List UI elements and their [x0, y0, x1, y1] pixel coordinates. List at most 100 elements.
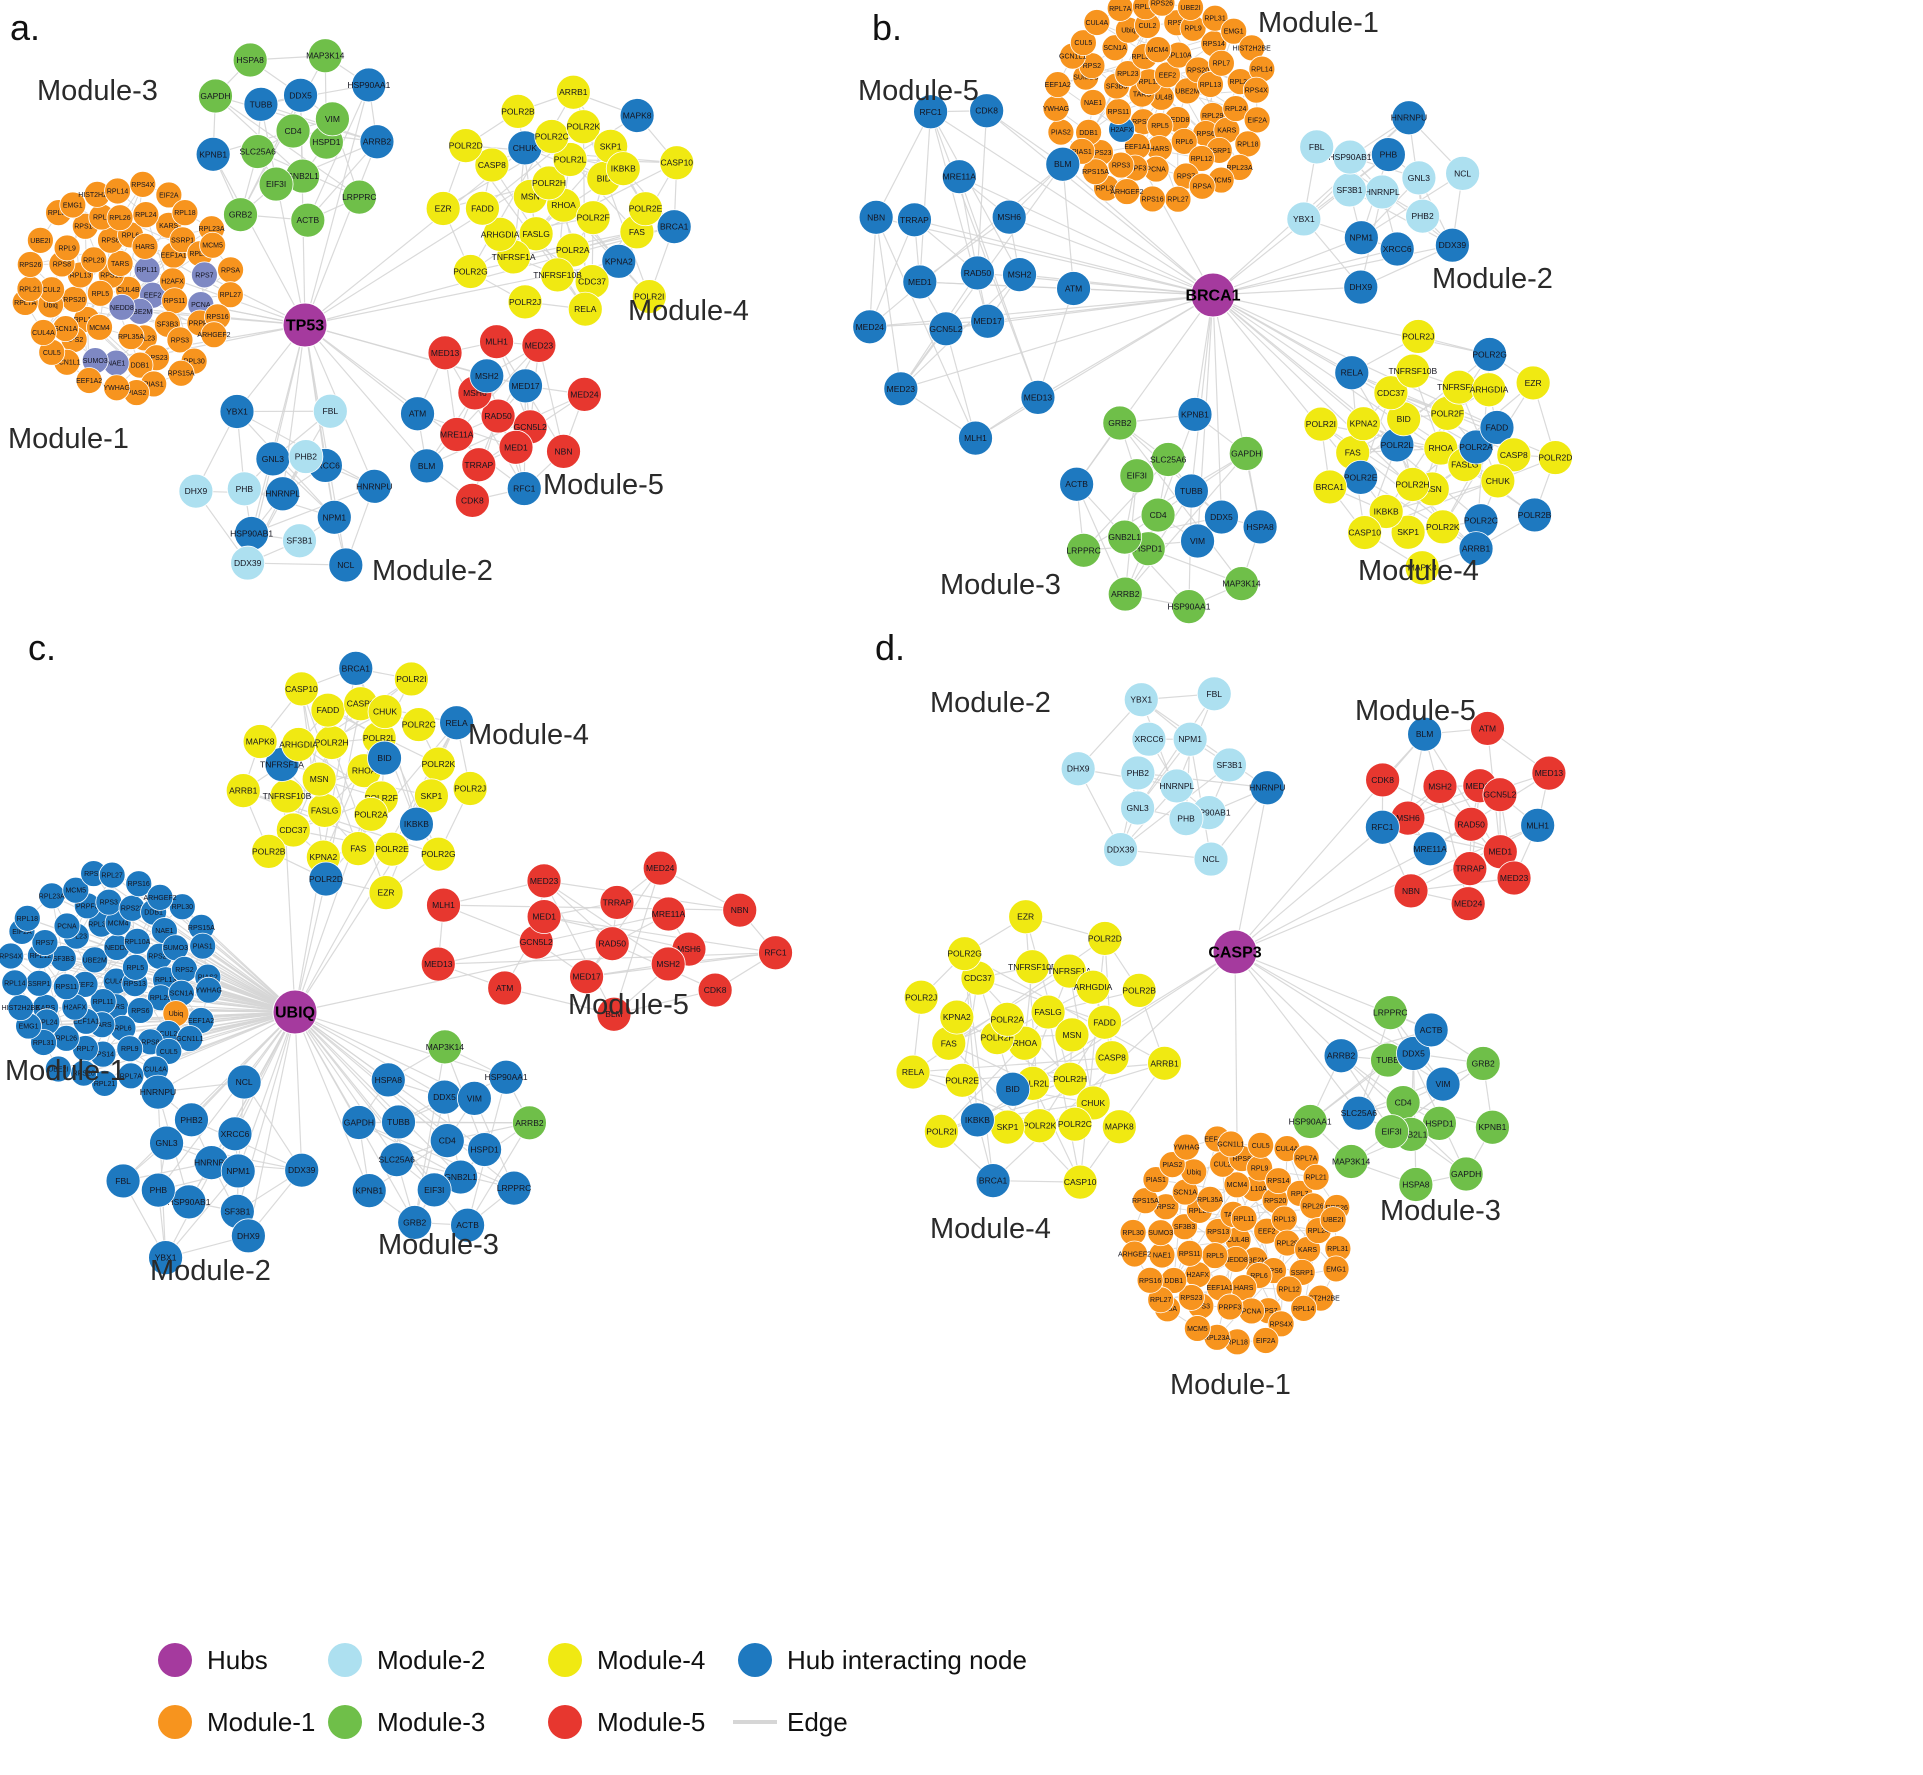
- node-label: CUL2: [159, 1031, 177, 1038]
- node-label: EEF1A1: [161, 252, 187, 259]
- node-RPL9: [53, 234, 81, 262]
- panel-c: CUL4BRPS13TARSRPL11EEF2UBE2MNEDD8RPL5RPL…: [0, 627, 793, 1287]
- node-label: ARRB2: [515, 1118, 544, 1128]
- node-label: YWHAG: [1173, 1145, 1199, 1152]
- node-label: KPNB1: [355, 1186, 383, 1196]
- node-label: RELA: [574, 304, 597, 314]
- node-IKBKB: [605, 151, 641, 187]
- node-EIF2A: [155, 181, 183, 209]
- node-label: MCM5: [1211, 178, 1232, 185]
- node-label: EIF2A: [1247, 117, 1267, 124]
- node-label: TARS: [107, 1004, 125, 1011]
- node-label: HSPD1: [1425, 1118, 1454, 1128]
- node-label: BRCA1: [1316, 482, 1345, 492]
- node-label: HIST2H2BE: [1233, 45, 1271, 52]
- node-label: RPL12: [189, 251, 211, 258]
- node-label: SF3B1: [224, 1206, 250, 1216]
- node-label: HSP90AA1: [1289, 1116, 1332, 1126]
- node-RPL24: [132, 201, 160, 229]
- node-GCN5L2: [928, 311, 964, 347]
- node-RPL9: [116, 1035, 144, 1063]
- node-RPL24: [1222, 95, 1250, 122]
- node-label: POLR2E: [1344, 472, 1378, 482]
- node-label: CUL4A: [1086, 20, 1109, 27]
- hub-edge: [876, 216, 1214, 296]
- node-label: RPS14: [74, 224, 96, 231]
- node-label: CDC37: [964, 973, 992, 983]
- node-label: SLC25A6: [379, 1155, 416, 1165]
- module-label-b-Module-1: Module-1: [1258, 7, 1379, 39]
- node-label: RPS2: [1083, 63, 1101, 70]
- node-RPL27: [216, 281, 244, 309]
- node-label: FADD: [317, 705, 340, 715]
- node-HSPD1: [467, 1132, 502, 1167]
- node-label: MCM5: [1187, 1326, 1208, 1333]
- node-HSPA8: [1242, 509, 1278, 545]
- node-MED13: [1020, 379, 1056, 415]
- edge: [1076, 483, 1126, 595]
- node-label: DDX39: [1439, 240, 1467, 250]
- node-CHUK: [1480, 463, 1516, 499]
- node-label: UBE2I: [30, 238, 50, 245]
- node-SLC25A6: [1150, 442, 1186, 477]
- node-label: EMG1: [1326, 1266, 1346, 1273]
- node-label: RPL9: [58, 245, 76, 252]
- hub-edge: [975, 294, 1214, 439]
- node-label: SUMO3: [83, 358, 108, 365]
- node-label: RPS4X: [131, 182, 154, 189]
- node-GRB2: [223, 197, 258, 233]
- edge: [543, 880, 669, 965]
- node-LRPPRC: [1066, 532, 1102, 568]
- node-MRE11A: [941, 159, 977, 195]
- legend-swatch-Module-5: [548, 1705, 582, 1739]
- node-label: GCN1L1: [1217, 1141, 1244, 1148]
- node-label: XRCC6: [1383, 244, 1412, 254]
- node-label: MED1: [1488, 847, 1512, 857]
- module-label-d-Module-5: Module-5: [1355, 695, 1476, 727]
- module-label-a-Module-4: Module-4: [628, 295, 749, 327]
- node-HSP90AB1: [1332, 139, 1368, 175]
- hub-edge: [1234, 787, 1268, 953]
- node-MED24: [567, 376, 602, 412]
- node-label: EIF3I: [1127, 471, 1147, 481]
- node-label: TNFRSF1A: [492, 252, 536, 262]
- node-RPS7: [191, 261, 218, 289]
- node-label: POLR2H: [315, 738, 349, 748]
- node-NEDD8: [108, 293, 136, 321]
- hub-edge: [304, 324, 418, 415]
- hub-edge: [294, 1011, 398, 1161]
- node-FASLG: [518, 216, 554, 252]
- node-label: RPS11: [1179, 1251, 1201, 1258]
- node-label: RPL7A: [14, 300, 37, 307]
- node-label: SSRP1: [1291, 1270, 1314, 1277]
- node-label: RPL13: [70, 272, 92, 279]
- hub-edge: [294, 1011, 370, 1191]
- node-label: MED23: [525, 340, 554, 350]
- node-label: RPL26: [109, 215, 131, 222]
- node-RHOA: [1423, 430, 1459, 466]
- node-label: ARRB1: [559, 87, 588, 97]
- node-NPM1: [1343, 220, 1379, 256]
- node-label: GNL3: [1127, 803, 1149, 813]
- node-label: TNFRSF10B: [263, 791, 312, 801]
- node-label: RPL14: [1251, 67, 1273, 74]
- node-label: GNL3: [262, 454, 284, 464]
- node-label: YBX1: [226, 406, 248, 416]
- node-ACTB: [450, 1207, 485, 1243]
- node-label: MED13: [1024, 392, 1053, 402]
- node-label: EEF1A1: [1124, 144, 1150, 151]
- node-label: HSP90AA1: [1167, 602, 1210, 612]
- node-label: XRCC6: [221, 1129, 250, 1139]
- node-label: RPL7: [1213, 61, 1231, 68]
- module-label-b-Module-4: Module-4: [1358, 555, 1479, 587]
- node-label: RPL30: [1122, 1230, 1144, 1237]
- node-label: RPL21: [19, 286, 41, 293]
- node-label: RPL23: [66, 934, 88, 941]
- node-label: GRB2: [1472, 1058, 1495, 1068]
- edge: [1124, 453, 1247, 595]
- node-label: FBL: [1206, 689, 1222, 699]
- node-label: HARS: [1150, 146, 1170, 153]
- node-label: RPL9: [1184, 26, 1202, 33]
- node-label: KPNA2: [1350, 419, 1378, 429]
